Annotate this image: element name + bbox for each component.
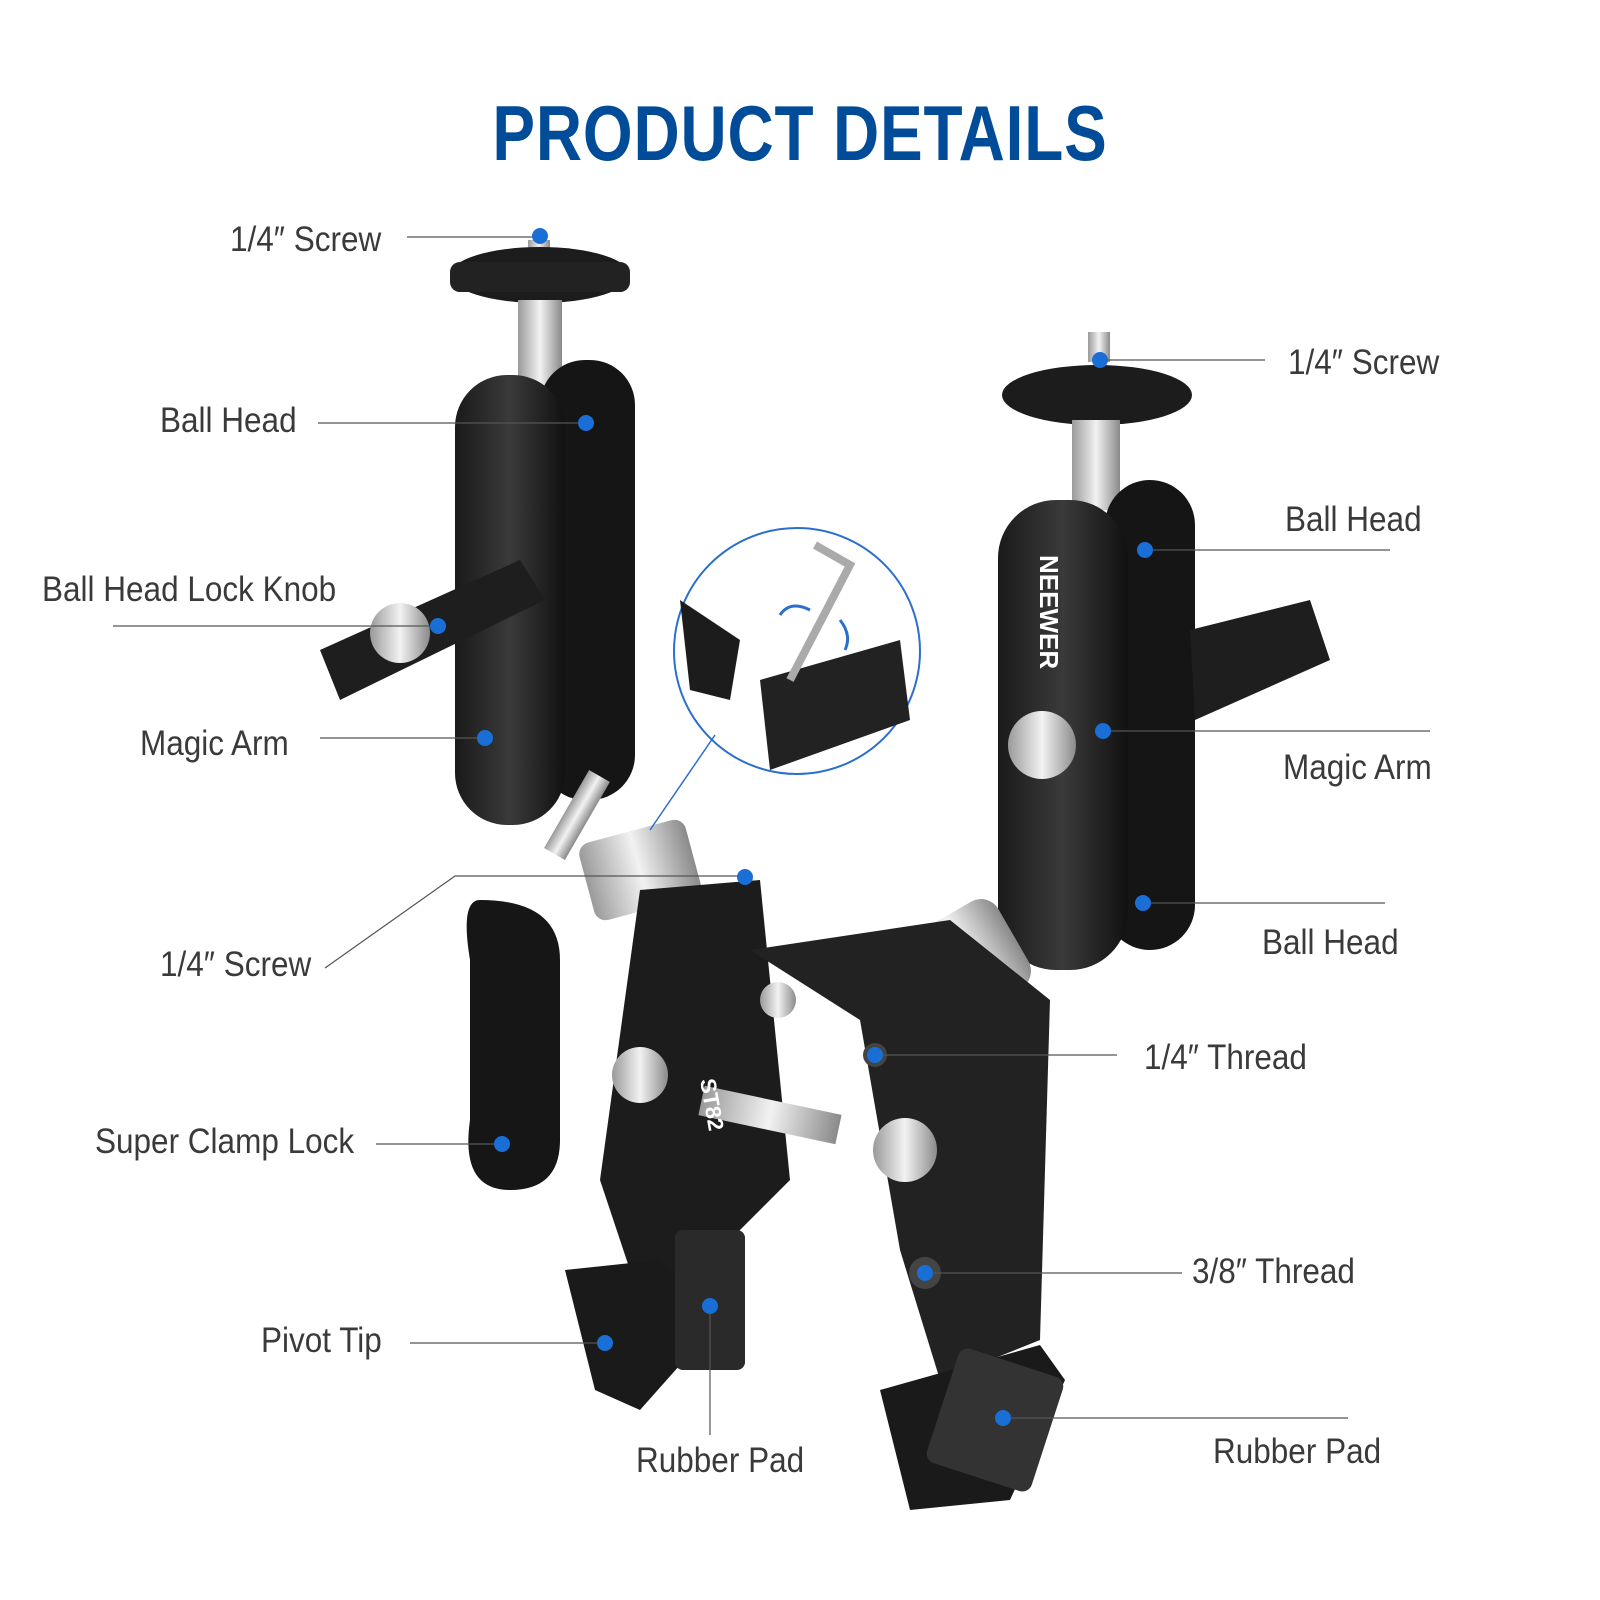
label-right-ball-head-bottom: Ball Head xyxy=(1262,923,1399,962)
label-rubber-pad-left: Rubber Pad xyxy=(636,1441,805,1480)
label-right-screw-top: 1/4″ Screw xyxy=(1288,343,1440,382)
label-left-ball-head: Ball Head xyxy=(160,401,297,440)
page-title: PRODUCT DETAILS xyxy=(492,89,1108,177)
super-clamp: ST82 NEEWER xyxy=(466,819,1065,1510)
label-right-ball-head-top: Ball Head xyxy=(1285,500,1422,539)
brand-logo-right-arm: NEEWER xyxy=(1034,555,1064,669)
label-left-magic-arm: Magic Arm xyxy=(140,724,289,763)
label-pivot-tip: Pivot Tip xyxy=(261,1321,382,1360)
callout-dots xyxy=(430,228,1153,1426)
hex-key-inset xyxy=(649,527,921,831)
label-left-screw-top: 1/4″ Screw xyxy=(230,220,382,259)
label-center-screw: 1/4″ Screw xyxy=(160,945,312,984)
right-magic-arm: NEEWER xyxy=(909,332,1330,1021)
left-magic-arm xyxy=(320,240,635,860)
leader-lines xyxy=(113,236,1430,1435)
label-three-eighths-thread: 3/8″ Thread xyxy=(1192,1252,1355,1291)
label-quarter-thread: 1/4″ Thread xyxy=(1144,1038,1307,1077)
label-ball-head-lock-knob: Ball Head Lock Knob xyxy=(42,570,337,609)
label-rubber-pad-right: Rubber Pad xyxy=(1213,1432,1382,1471)
label-right-magic-arm: Magic Arm xyxy=(1283,748,1432,787)
label-super-clamp-lock: Super Clamp Lock xyxy=(95,1122,355,1161)
rotate-arrow-icon xyxy=(778,604,811,616)
